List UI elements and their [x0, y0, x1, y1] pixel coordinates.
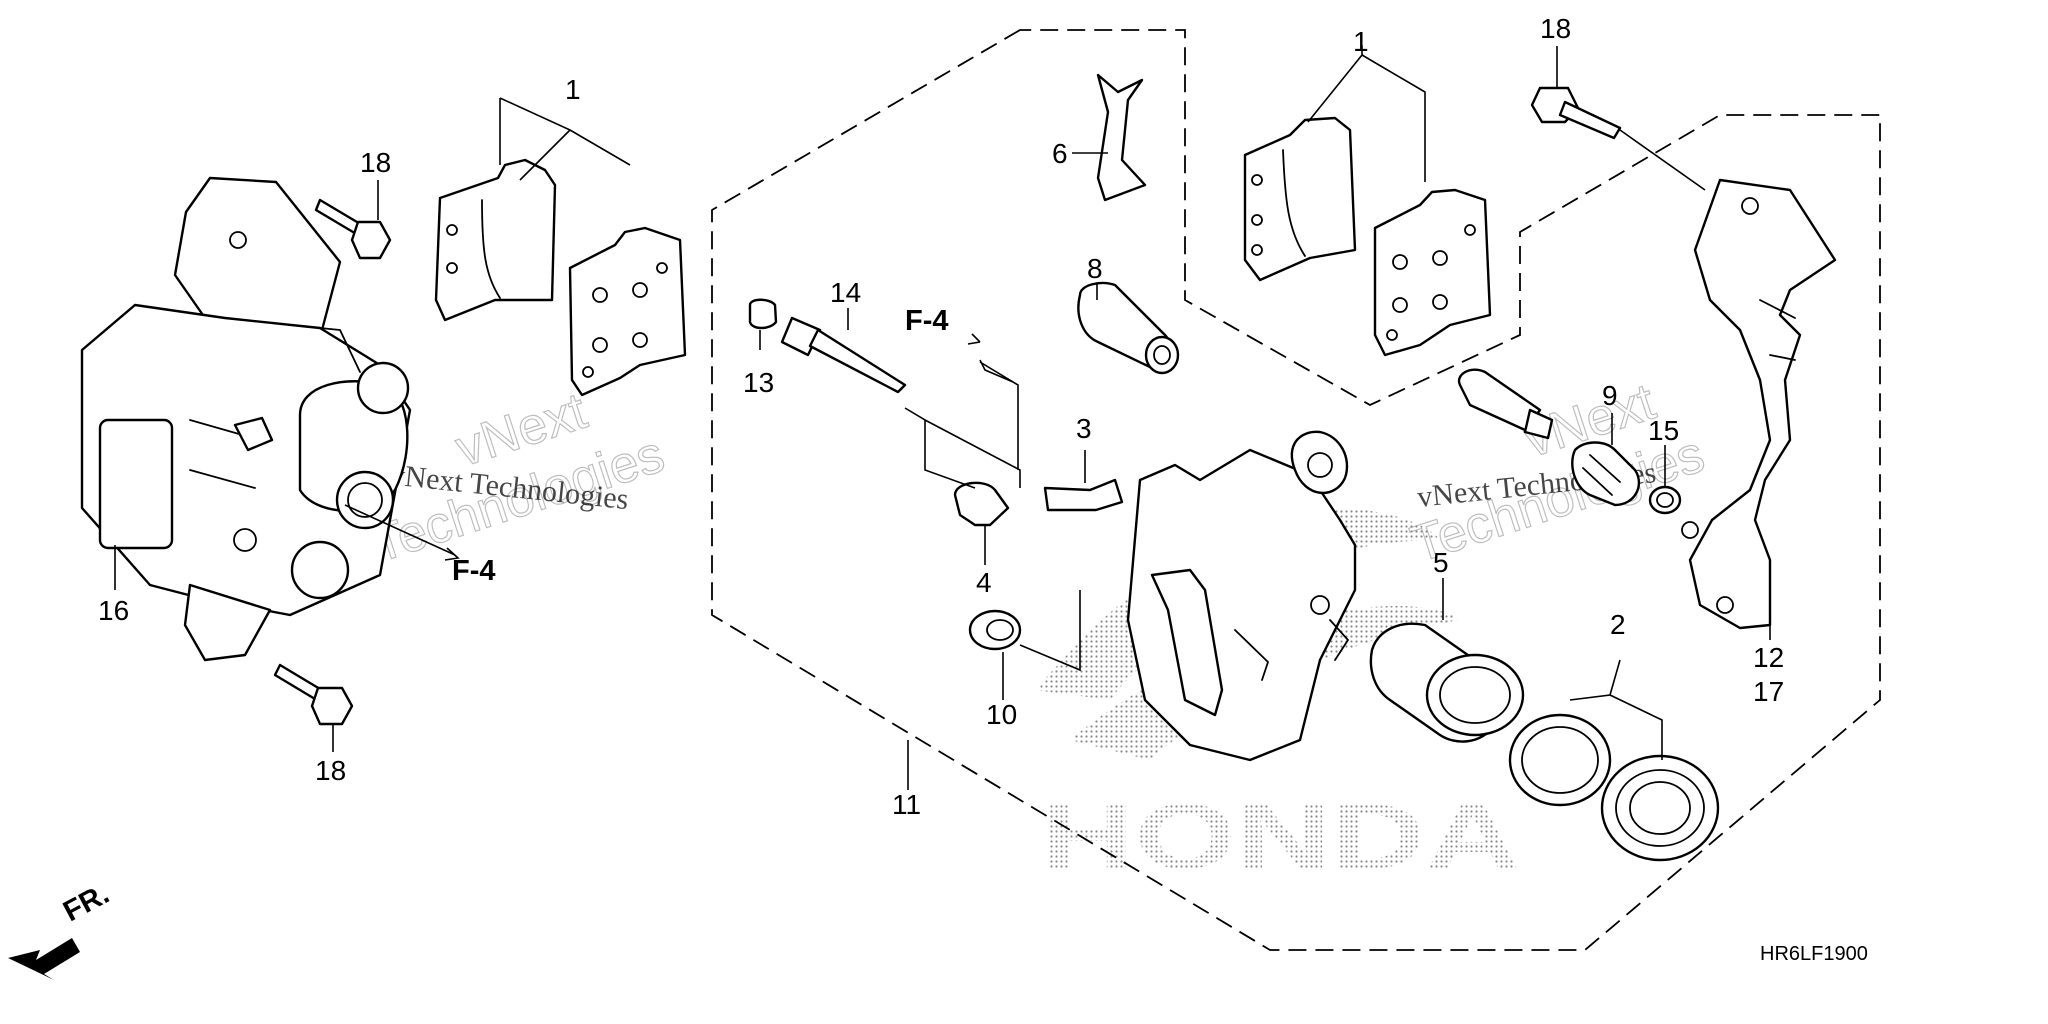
- piston-5: [1369, 622, 1525, 743]
- callout-18-top-right: 18: [1540, 13, 1571, 44]
- front-label: FR.: [58, 878, 114, 928]
- reference-f4-left: F-4: [452, 555, 496, 587]
- bleeder-valve-3: [1043, 478, 1124, 512]
- caliper-assembly-left: [80, 176, 412, 662]
- pin-boot-9: [1571, 441, 1641, 507]
- bleeder-cap-4: [953, 481, 1010, 527]
- bolt-18-bottom-left: [273, 663, 354, 726]
- brake-pad-pair-left: [434, 158, 687, 397]
- callout-labels: 1 1 2 3 4 5 6 8 9 10 11 12 13 14 15 16 1…: [98, 13, 1784, 820]
- bleeder-nipple-left: [233, 416, 274, 452]
- callout-10: 10: [986, 699, 1017, 730]
- leader-18-top-right: [1556, 46, 1706, 191]
- bolt-18-top-right: [1530, 86, 1622, 140]
- caliper-body-center: [1126, 430, 1357, 762]
- callout-8: 8: [1087, 253, 1103, 284]
- callout-18-top-left: 18: [360, 147, 391, 178]
- leader-f4-center: [904, 359, 1021, 489]
- callout-5: 5: [1433, 547, 1449, 578]
- callout-2: 2: [1610, 609, 1626, 640]
- callout-9: 9: [1602, 380, 1618, 411]
- leader-2: [1569, 659, 1663, 760]
- callout-15: 15: [1648, 415, 1679, 446]
- caliper-window-center: [1150, 568, 1224, 717]
- callout-12: 12: [1753, 642, 1784, 673]
- caliper-pin-ear-center: [1290, 430, 1349, 494]
- callout-11: 11: [892, 789, 921, 820]
- lower-boss-left: [290, 540, 350, 600]
- callout-4: 4: [976, 567, 992, 598]
- brake-pad-pair-right: [1243, 116, 1492, 357]
- caliper-assembly-outline: [711, 29, 1881, 951]
- slide-boot-left: [356, 361, 410, 415]
- front-direction-indicator: FR.: [8, 878, 115, 980]
- bracket-hole-left: [229, 231, 247, 249]
- callout-16: 16: [98, 595, 129, 626]
- callout-3: 3: [1076, 413, 1092, 444]
- brake-pad-left-outer: [434, 158, 557, 322]
- leader-f4-left: [344, 504, 460, 561]
- dust-boot-10: [968, 609, 1022, 651]
- front-arrow-icon: [8, 938, 80, 980]
- callout-17: 17: [1753, 676, 1784, 707]
- caliper-window-left: [98, 418, 174, 550]
- callout-1-right: 1: [1353, 26, 1369, 57]
- piston-port-inner-left: [347, 482, 383, 518]
- callout-13: 13: [743, 367, 774, 398]
- leader-10: [1002, 590, 1081, 700]
- bolt-18-top-left: [314, 198, 392, 260]
- piston-port-left: [335, 470, 395, 530]
- honda-logo-text: HONDA: [1040, 786, 1520, 888]
- callout-18-bottom-left: 18: [315, 755, 346, 786]
- brake-pad-right-outer: [1243, 116, 1357, 282]
- piston-seal-2: [1508, 713, 1612, 807]
- caliper-housing-center: [1126, 448, 1357, 762]
- pin-cap-13: [748, 298, 778, 330]
- caliper-bracket-right: [1681, 178, 1837, 630]
- callout-14: 14: [830, 277, 861, 308]
- reference-f4-center: F-4: [905, 305, 949, 337]
- caliper-mount-ear-left: [183, 583, 272, 662]
- leader-1-left: [499, 97, 631, 181]
- diagram-code: HR6LF1900: [1760, 943, 1868, 965]
- retaining-ring-15: [1648, 485, 1682, 515]
- leader-1-right: [1307, 45, 1426, 182]
- leader-f4-center-arrow: [967, 333, 981, 345]
- brake-pad-left-inner: [568, 226, 687, 397]
- dust-seal-2: [1600, 754, 1720, 862]
- slide-pin-right: [1457, 368, 1554, 440]
- mount-hole-left: [233, 528, 257, 552]
- callout-1-left: 1: [565, 74, 581, 105]
- brake-pad-right-inner: [1373, 188, 1492, 357]
- callout-6: 6: [1052, 138, 1068, 169]
- pad-spring-6: [1096, 73, 1147, 202]
- slide-pin-14: [780, 316, 907, 394]
- slide-pin-boot-8: [1077, 281, 1180, 375]
- caliper-bracket-right-plate: [1688, 178, 1837, 630]
